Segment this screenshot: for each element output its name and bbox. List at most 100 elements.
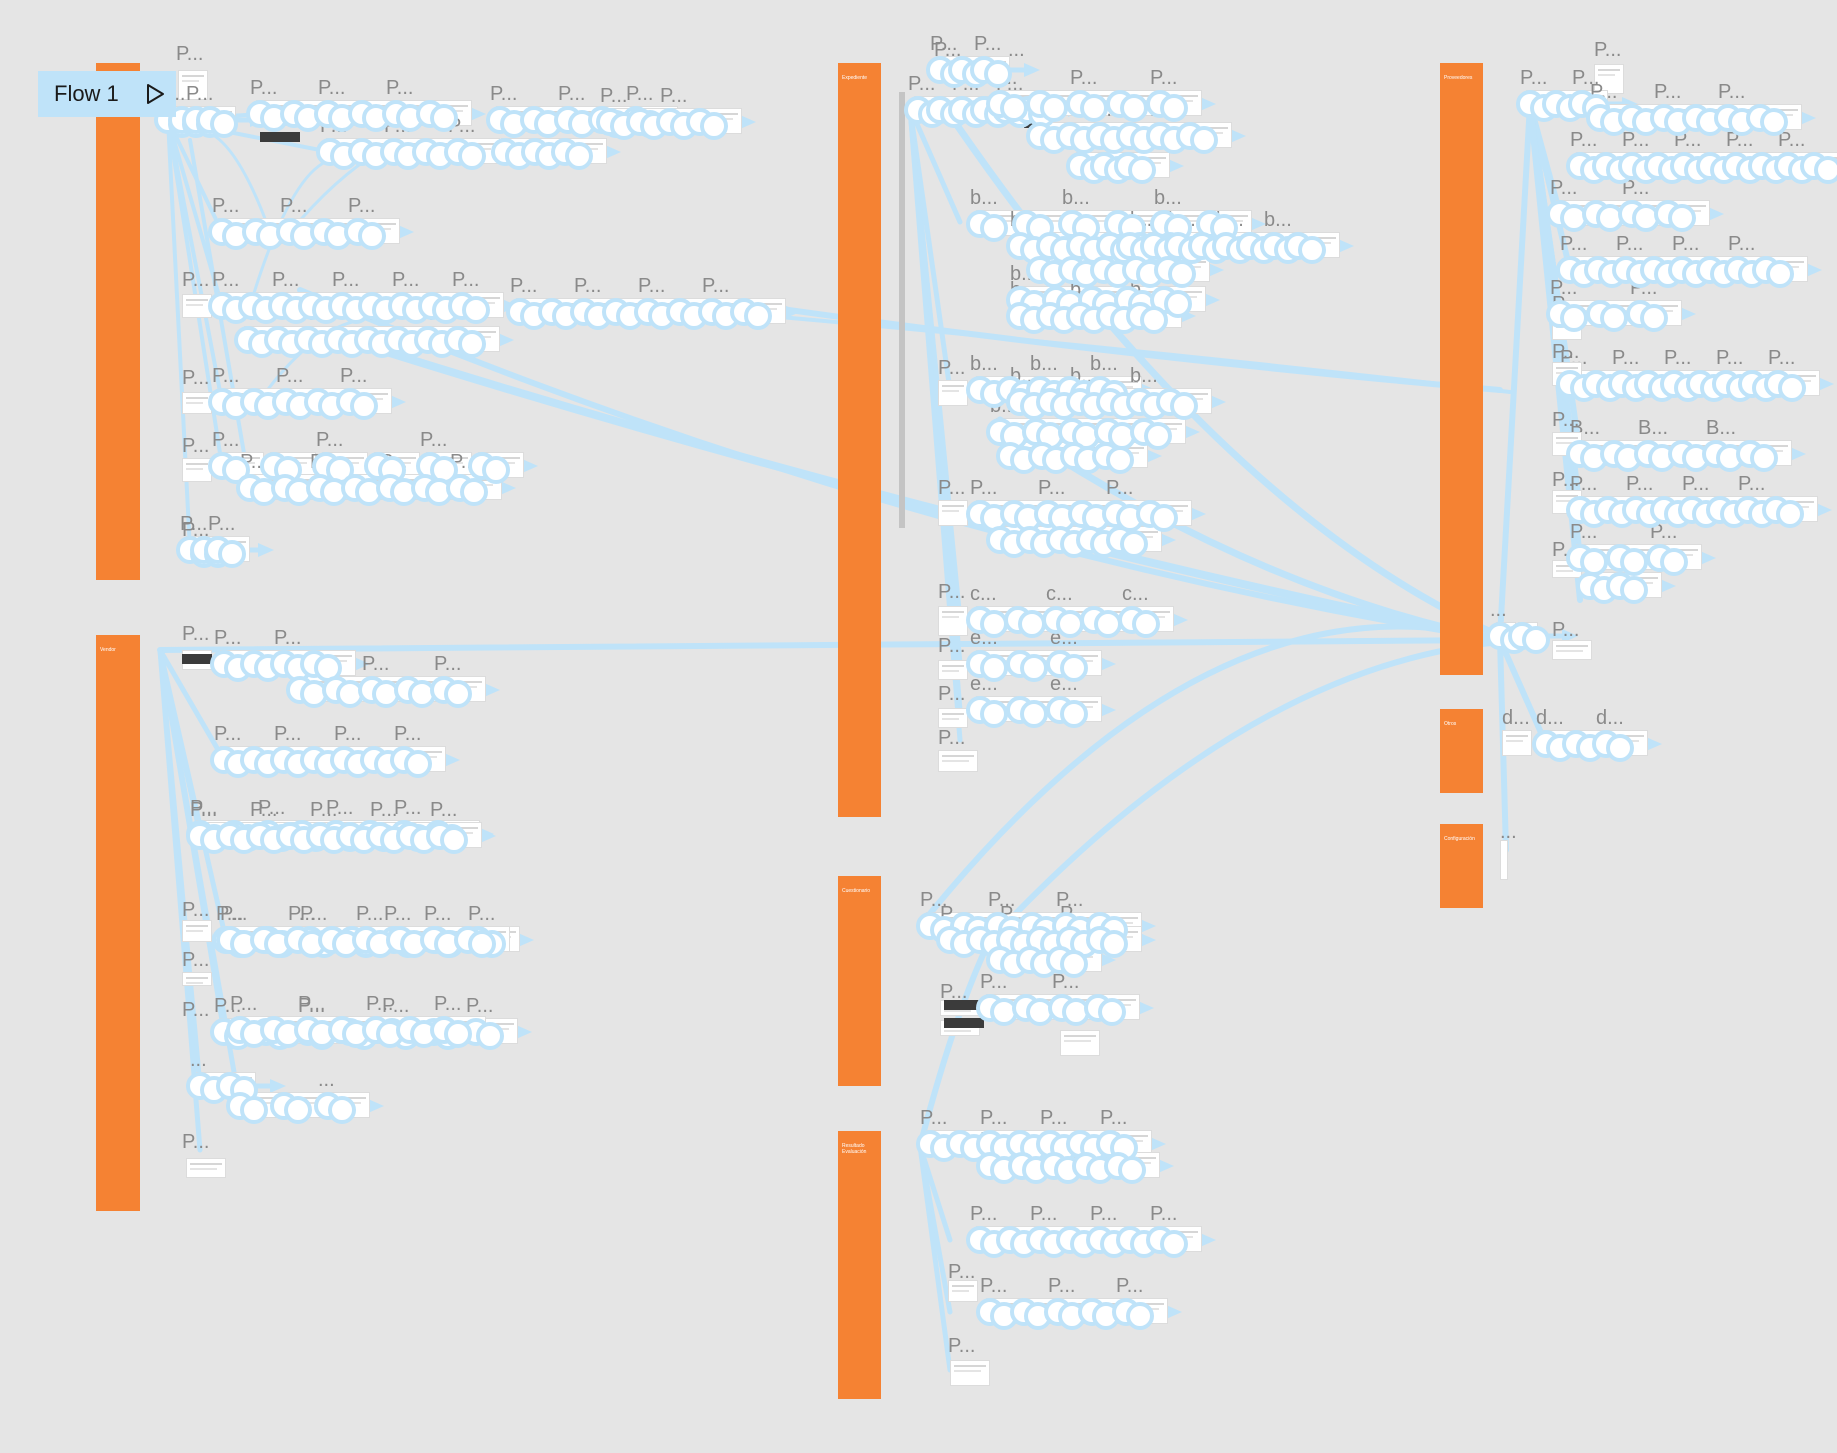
frame-title[interactable]: P... (1056, 889, 1084, 911)
frame-title[interactable]: B... (1706, 417, 1737, 439)
frame-title[interactable]: ... (190, 1049, 207, 1071)
frame-title[interactable]: P... (276, 365, 304, 387)
hotspot-node[interactable] (1620, 548, 1648, 576)
frame-title[interactable]: P... (182, 949, 210, 971)
hotspot-node[interactable] (1132, 610, 1160, 638)
frame-title[interactable]: P... (258, 797, 286, 819)
frame-title[interactable]: P... (310, 799, 338, 821)
hotspot-node[interactable] (980, 654, 1008, 682)
hotspot-node[interactable] (1668, 204, 1696, 232)
section-expediente[interactable]: Expediente (838, 63, 881, 817)
frame-thumbnail[interactable] (1502, 730, 1532, 756)
hotspot-node[interactable] (700, 112, 728, 140)
frame-title[interactable]: P... (702, 275, 730, 297)
frame-title[interactable]: P... (466, 995, 494, 1017)
frame-title[interactable]: P... (348, 195, 376, 217)
frame-title[interactable]: P... (182, 519, 210, 541)
frame-title[interactable]: P... (1552, 619, 1580, 641)
frame-title[interactable]: P... (600, 85, 628, 107)
frame-thumbnail[interactable] (938, 606, 968, 636)
hotspot-node[interactable] (482, 456, 510, 484)
frame-title[interactable]: P... (1150, 67, 1178, 89)
frame-thumbnail[interactable] (182, 458, 212, 482)
hotspot-node[interactable] (1160, 1230, 1188, 1258)
hotspot-node[interactable] (1164, 290, 1192, 318)
frame-title[interactable]: P... (1070, 67, 1098, 89)
frame-title[interactable]: P... (298, 993, 326, 1015)
frame-title[interactable]: P... (186, 83, 214, 105)
frame-title[interactable]: c... (1046, 583, 1073, 605)
frame-thumbnail[interactable] (182, 294, 212, 318)
hotspot-node[interactable] (476, 1022, 504, 1050)
hotspot-node[interactable] (744, 302, 772, 330)
hotspot-node[interactable] (1776, 500, 1804, 528)
frame-title[interactable]: P... (974, 33, 1002, 55)
hotspot-node[interactable] (1120, 530, 1148, 558)
frame-title[interactable]: P... (1716, 347, 1744, 369)
hotspot-node[interactable] (1118, 1156, 1146, 1184)
frame-title[interactable]: P... (1100, 1107, 1128, 1129)
frame-title[interactable]: P... (1572, 67, 1600, 89)
frame-title[interactable]: P... (490, 83, 518, 105)
frame-thumbnail[interactable] (182, 920, 212, 942)
section-configuracion[interactable]: Configuración (1440, 824, 1483, 908)
frame-title[interactable]: P... (274, 627, 302, 649)
hotspot-node[interactable] (468, 930, 496, 958)
frame-title[interactable]: P... (1778, 129, 1806, 151)
hotspot-node[interactable] (1522, 626, 1550, 654)
hotspot-node[interactable] (1190, 126, 1218, 154)
frame-title[interactable]: d... (1596, 707, 1624, 729)
frame-title[interactable]: P... (384, 903, 412, 925)
frame-title[interactable]: P... (1650, 521, 1678, 543)
frame-thumbnail[interactable] (1060, 1030, 1100, 1056)
hotspot-node[interactable] (1640, 304, 1668, 332)
frame-title[interactable]: P... (1552, 409, 1580, 431)
frame-title[interactable]: P... (510, 275, 538, 297)
frame-title[interactable]: P... (182, 899, 210, 921)
frame-title[interactable]: d... (1502, 707, 1530, 729)
frame-thumbnail[interactable] (182, 392, 212, 414)
frame-title[interactable]: P... (1040, 1107, 1068, 1129)
frame-title[interactable]: P... (424, 903, 452, 925)
frame-title[interactable]: ... (318, 1069, 335, 1091)
frame-title[interactable]: P... (392, 269, 420, 291)
frame-title[interactable]: P... (1616, 233, 1644, 255)
frame-title[interactable]: P... (434, 993, 462, 1015)
frame-title[interactable]: P... (980, 1107, 1008, 1129)
frame-title[interactable]: P... (182, 367, 210, 389)
play-triangle-icon[interactable] (144, 83, 166, 105)
section-proveedores[interactable]: Proveedores (1440, 63, 1483, 675)
frame-title[interactable]: P... (1612, 347, 1640, 369)
hotspot-node[interactable] (1606, 734, 1634, 762)
hotspot-node[interactable] (440, 826, 468, 854)
section-left-top[interactable] (96, 63, 140, 580)
section-vendor[interactable]: Vendor (96, 635, 140, 1211)
hotspot-node[interactable] (444, 680, 472, 708)
frame-title[interactable]: P... (920, 889, 948, 911)
frame-title[interactable]: P... (558, 83, 586, 105)
hotspot-node[interactable] (1040, 94, 1068, 122)
hotspot-node[interactable] (328, 1096, 356, 1124)
frame-thumbnail[interactable] (950, 1360, 990, 1386)
hotspot-node[interactable] (1098, 998, 1126, 1026)
frame-title[interactable]: P... (948, 1335, 976, 1357)
hotspot-node[interactable] (460, 478, 488, 506)
frame-title[interactable]: P... (250, 77, 278, 99)
frame-thumbnail[interactable] (1594, 64, 1624, 94)
flow-start-badge[interactable]: Flow 1 (38, 71, 176, 117)
frame-title[interactable]: P... (394, 723, 422, 745)
frame-title[interactable]: P... (1672, 233, 1700, 255)
frame-title[interactable]: P... (326, 797, 354, 819)
frame-title[interactable]: P... (574, 275, 602, 297)
hotspot-node[interactable] (1126, 1302, 1154, 1330)
hotspot-node[interactable] (980, 214, 1008, 242)
hotspot-node[interactable] (218, 540, 246, 568)
frame-title[interactable]: P... (190, 797, 218, 819)
hotspot-node[interactable] (240, 1096, 268, 1124)
frame-title[interactable]: P... (214, 723, 242, 745)
hotspot-node[interactable] (444, 1020, 472, 1048)
frame-title[interactable]: P... (182, 623, 210, 645)
frame-title[interactable]: P... (938, 357, 966, 379)
frame-title[interactable]: P... (288, 903, 316, 925)
